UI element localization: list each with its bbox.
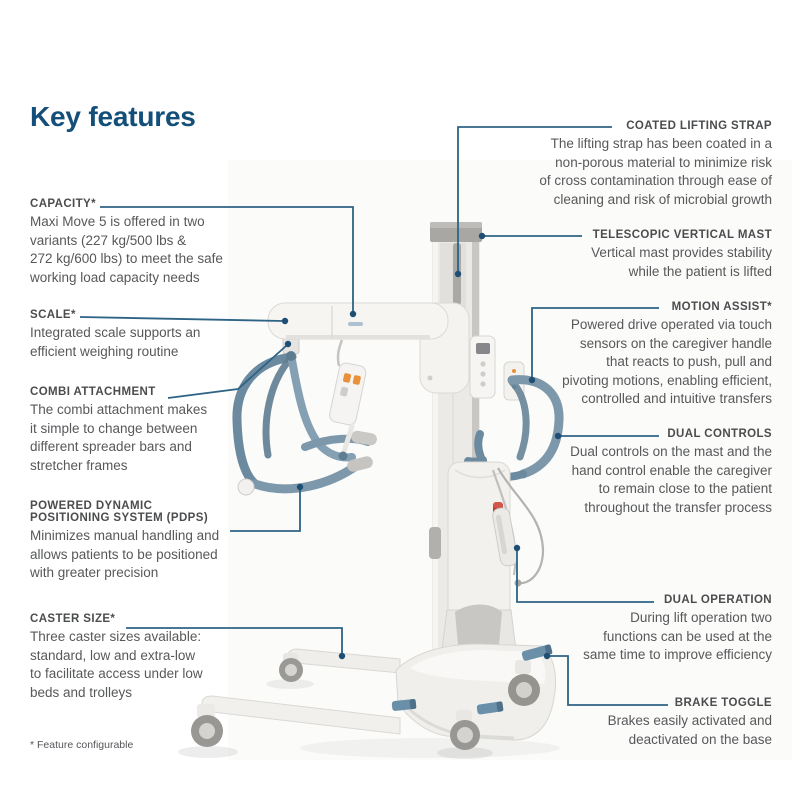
brake-pedal — [391, 698, 417, 711]
feature-caster-size-label: CASTER SIZE* — [30, 613, 116, 625]
feature-scale: SCALE* Integrated scale supports an effi… — [30, 309, 248, 361]
callout-motion-assist — [531, 307, 659, 378]
callout-lines — [79, 126, 668, 706]
actuator-cover — [429, 461, 511, 641]
feature-pdps-body: Minimizes manual handling and allows pat… — [30, 528, 220, 580]
mast-control-panel — [469, 335, 496, 399]
floor-shadows — [178, 679, 560, 759]
callout-combi — [167, 345, 287, 399]
feature-brake-toggle-label: BRAKE TOGGLE — [674, 697, 772, 709]
feature-motion-assist-body: Powered drive operated via touch sensors… — [562, 317, 772, 406]
feature-brake-toggle-body: Brakes easily activated and deactivated … — [607, 713, 772, 747]
callout-dot — [349, 310, 357, 318]
feature-combi-attachment-body: The combi attachment makes it simple to … — [30, 402, 208, 473]
front-right-caster — [450, 710, 480, 750]
brake-pedal — [521, 644, 553, 661]
brand-mark — [348, 322, 363, 326]
feature-telescopic-vertical-mast-body: Vertical mast provides stability while t… — [591, 245, 772, 279]
feature-dual-operation-label: DUAL OPERATION — [663, 594, 772, 606]
feature-combi-attachment-label: COMBI ATTACHMENT — [30, 386, 156, 398]
callout-capacity — [100, 206, 354, 311]
feature-telescopic-vertical-mast: TELESCOPIC VERTICAL MAST Vertical mast p… — [520, 229, 772, 281]
feature-scale-body: Integrated scale supports an efficient w… — [30, 325, 201, 359]
callout-dot — [513, 544, 521, 552]
callout-dot — [284, 340, 292, 348]
feature-scale-label: SCALE* — [30, 309, 76, 321]
feature-caster-size: CASTER SIZE* Three caster sizes availabl… — [30, 613, 248, 702]
callout-dot — [478, 232, 486, 240]
hand-control-button — [340, 386, 349, 397]
feature-brake-toggle: BRAKE TOGGLE Brakes easily activated and… — [520, 697, 772, 749]
callout-dot — [528, 376, 536, 384]
control-panel-screen — [476, 343, 490, 354]
callout-dot — [454, 270, 462, 278]
feature-pdps: POWERED DYNAMIC POSITIONING SYSTEM (PDPS… — [30, 500, 248, 583]
feature-capacity: CAPACITY* Maxi Move 5 is offered in two … — [30, 198, 248, 287]
callout-caster — [126, 627, 343, 653]
feature-motion-assist-label: MOTION ASSIST* — [671, 301, 772, 313]
feature-caster-size-body: Three caster sizes available: standard, … — [30, 629, 203, 700]
feature-dual-operation-body: During lift operation two functions can … — [583, 610, 772, 662]
feature-combi-attachment: COMBI ATTACHMENT The combi attachment ma… — [30, 386, 248, 475]
callout-dots — [281, 232, 562, 660]
callout-dot — [296, 483, 304, 491]
footnote: * Feature configurable — [30, 739, 134, 751]
callout-dot — [281, 317, 289, 325]
spreader-grip — [347, 456, 373, 472]
feature-coated-lifting-strap: COATED LIFTING STRAP The lifting strap h… — [520, 120, 772, 209]
spreader-grip — [351, 430, 377, 446]
callout-dot — [543, 652, 551, 660]
callout-dual-operation — [516, 550, 654, 603]
rear-leg — [279, 648, 401, 682]
callout-pdps — [230, 489, 301, 532]
rear-right-caster — [508, 660, 540, 706]
feature-capacity-label: CAPACITY* — [30, 198, 97, 210]
feature-telescopic-vertical-mast-label: TELESCOPIC VERTICAL MAST — [592, 229, 772, 241]
brake-pedal — [476, 701, 504, 715]
feature-dual-operation: DUAL OPERATION During lift operation two… — [520, 594, 772, 665]
hanging-hand-control — [491, 467, 545, 587]
feature-capacity-body: Maxi Move 5 is offered in two variants (… — [30, 214, 223, 285]
page-title: Key features — [30, 100, 196, 132]
feature-coated-lifting-strap-body: The lifting strap has been coated in a n… — [539, 136, 772, 207]
feature-dual-controls-label: DUAL CONTROLS — [667, 428, 772, 440]
feature-coated-lifting-strap-label: COATED LIFTING STRAP — [626, 120, 772, 132]
feature-pdps-label: POWERED DYNAMIC POSITIONING SYSTEM (PDPS… — [30, 500, 209, 524]
callout-dot — [338, 652, 346, 660]
front-leg — [191, 695, 401, 747]
callout-coated-strap — [457, 126, 612, 272]
spreader-ball-knob — [237, 478, 255, 496]
hand-control-button — [343, 373, 352, 383]
callout-dot — [554, 432, 562, 440]
hand-control — [329, 339, 367, 461]
feature-dual-controls-body: Dual controls on the mast and the hand c… — [570, 444, 772, 515]
callout-scale — [79, 316, 284, 322]
callout-brake-toggle — [550, 655, 668, 706]
feature-motion-assist: MOTION ASSIST* Powered drive operated vi… — [520, 301, 772, 409]
hand-control-button — [352, 375, 361, 385]
boom-arm — [267, 302, 470, 394]
feature-dual-controls: DUAL CONTROLS Dual controls on the mast … — [520, 428, 772, 517]
caster-fork — [197, 704, 215, 718]
brake-pedals — [391, 644, 553, 715]
